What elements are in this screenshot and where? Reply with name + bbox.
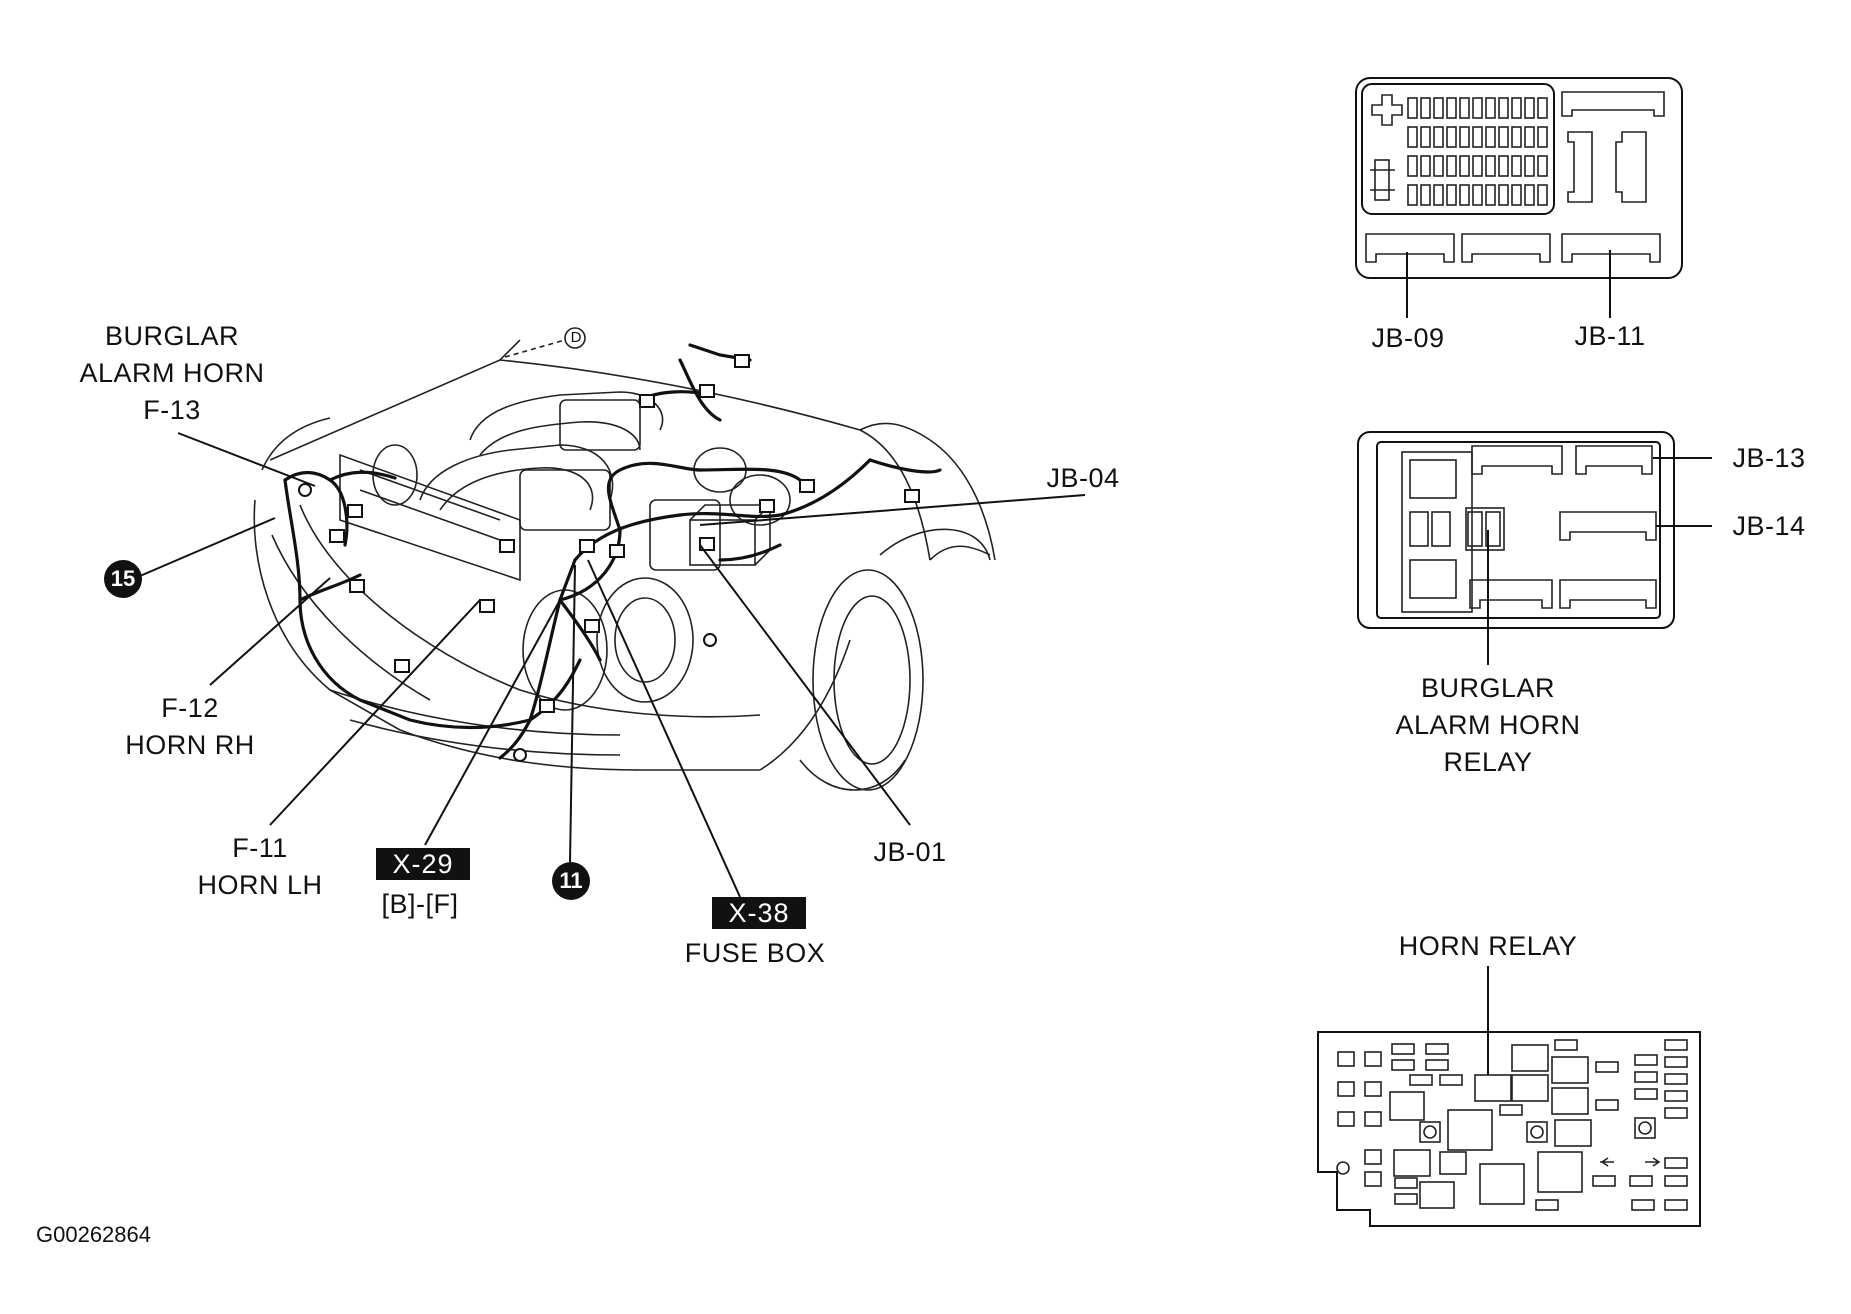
- jb04-label: JB-04: [1046, 463, 1120, 493]
- relay-board: [1317, 966, 1701, 1227]
- jb14-label: JB-14: [1732, 511, 1806, 541]
- burglar-alarm-horn-line1: BURGLAR: [104, 321, 240, 351]
- burglar-alarm-horn-line2: ALARM HORN: [79, 358, 265, 388]
- burglar-relay-label: BURGLAR ALARM HORN RELAY: [1368, 670, 1608, 781]
- junction-block-middle: [1357, 431, 1712, 665]
- leader-lines-car: [139, 432, 1086, 898]
- burglar-alarm-horn-line3: F-13: [143, 395, 201, 425]
- engine-bay: [339, 391, 791, 582]
- horn-relay-label: HORN RELAY: [1398, 931, 1578, 961]
- burglar-alarm-horn-label: BURGLAR ALARM HORN F-13: [52, 318, 292, 429]
- ground-15-badge: 15: [104, 560, 142, 598]
- horn-lh-line1: F-11: [232, 833, 288, 863]
- wiring-harness: [283, 343, 942, 762]
- junction-block-top: [1355, 77, 1683, 318]
- horn-rh-label: F-12 HORN RH: [100, 690, 280, 764]
- burglar-relay-line1: BURGLAR: [1420, 673, 1556, 703]
- horn-rh-line1: F-12: [161, 693, 219, 723]
- burglar-relay-line2: ALARM HORN: [1395, 710, 1581, 740]
- horn-lh-label: F-11 HORN LH: [170, 830, 350, 904]
- jb11-label: JB-11: [1574, 321, 1646, 351]
- fuse-box-label: FUSE BOX: [684, 938, 826, 968]
- figure-code: G00262864: [36, 1222, 151, 1247]
- hood-dashed-line: [504, 339, 566, 358]
- x29-sub-label: [B]-[F]: [381, 889, 459, 919]
- horn-rh-line2: HORN RH: [125, 730, 255, 760]
- x38-tag: X-38: [712, 897, 806, 929]
- ref-d-label: D: [570, 329, 582, 346]
- x29-tag: X-29: [376, 848, 470, 880]
- burglar-relay-line3: RELAY: [1443, 747, 1533, 777]
- jb09-label: JB-09: [1371, 323, 1445, 353]
- jb01-label: JB-01: [873, 837, 947, 867]
- ground-11-badge: 11: [552, 862, 590, 900]
- ref-d-circle: [564, 327, 586, 349]
- horn-lh-line2: HORN LH: [197, 870, 323, 900]
- jb13-label: JB-13: [1732, 443, 1806, 473]
- car-body: [253, 339, 996, 791]
